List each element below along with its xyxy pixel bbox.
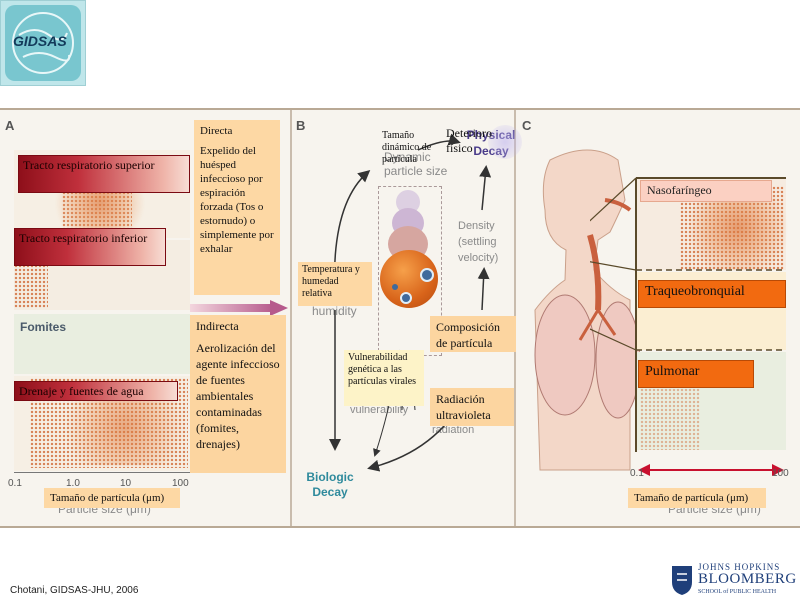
pulmonary-particles	[640, 380, 700, 450]
biologic-decay-label: Biologic Decay	[306, 470, 354, 499]
nasopharyngeal-label: Nasofaríngeo	[640, 180, 772, 202]
direct-title: Directa	[200, 125, 233, 137]
physical-decay-label: Deterioro físico	[446, 126, 492, 155]
credit-text: Chotani, GIDSAS-JHU, 2006	[10, 585, 139, 596]
lower-tract-label: Tracto respiratorio inferior	[14, 228, 166, 266]
size-range-arrow	[638, 464, 784, 476]
water-label: Drenaje y fuentes de agua	[14, 381, 178, 401]
jh-line-3: SCHOOL of PUBLIC HEALTH	[698, 589, 777, 595]
virion-dot	[400, 292, 412, 304]
fomites-band	[14, 314, 190, 374]
jh-line-1: JOHNS HOPKINS	[698, 562, 781, 572]
panel-c-axis-label: Tamaño de partícula (μm)	[628, 488, 766, 508]
composition-label: Composición de partícula	[430, 316, 516, 352]
direct-transmission-box: Directa Expelido del huésped infeccioso …	[194, 120, 280, 295]
virion-dot	[420, 268, 434, 282]
virion-dot	[392, 284, 398, 290]
tracheobronchial-label: Traqueobronquial	[638, 280, 786, 308]
indirect-body: Aerolización del agente infeccioso de fu…	[196, 341, 280, 451]
panel-a-x-axis	[14, 472, 190, 473]
density-faded: Density (settling velocity)	[458, 220, 499, 264]
tick-label: 10	[120, 478, 132, 489]
johns-hopkins-logo: JOHNS HOPKINS BLOOMBERG SCHOOL of PUBLIC…	[670, 562, 798, 600]
temp-humidity-label: Temperatura y humedad relativa	[298, 262, 372, 306]
tick-label: 1.0	[66, 478, 80, 489]
tick-label: 100	[172, 478, 189, 489]
tick-label: 0.1	[630, 468, 644, 479]
lower-tract-particles	[14, 260, 48, 308]
upper-tract-label: Tracto respiratorio superior	[18, 155, 190, 193]
arrow-right-icon	[270, 300, 288, 316]
zone-connector-lines	[590, 177, 786, 452]
tick-label: 100	[772, 468, 789, 479]
panel-divider	[290, 110, 292, 526]
dynamic-size-faded: Dynamic particle size	[384, 150, 448, 178]
gidsas-logo: GIDSAS	[0, 0, 86, 86]
shield-icon	[672, 566, 692, 595]
panel-a-axis-label: Tamaño de partícula (μm)	[44, 488, 180, 508]
panel-c-letter: C	[522, 118, 532, 133]
vulnerability-label: Vulnerabilidad genética a las partículas…	[344, 350, 424, 406]
physical-decay-glow	[488, 125, 522, 159]
tick-label: 0.1	[8, 478, 22, 489]
indirect-transmission-box: Indirecta Aerolización del agente infecc…	[190, 315, 286, 473]
jh-line-2: BLOOMBERG	[698, 571, 797, 587]
pulmonary-label: Pulmonar	[638, 360, 754, 388]
water-cloud	[60, 390, 190, 465]
vulnerability-faded: vulnerability	[350, 404, 409, 416]
uv-label: Radiación ultravioleta	[430, 388, 514, 426]
respiratory-anatomy-illustration	[534, 149, 640, 471]
globe-icon	[5, 5, 81, 81]
direct-arrow	[190, 304, 274, 312]
panel-b-letter: B	[296, 118, 306, 133]
logo-text: GIDSAS	[13, 33, 67, 49]
panel-a-letter: A	[5, 118, 15, 133]
fomites-label: Fomites	[20, 320, 67, 334]
direct-body: Expelido del huésped infeccioso por espi…	[200, 145, 274, 255]
indirect-title: Indirecta	[196, 319, 239, 333]
dynamic-size-label: Tamaño dinámico de partícula	[382, 130, 432, 165]
